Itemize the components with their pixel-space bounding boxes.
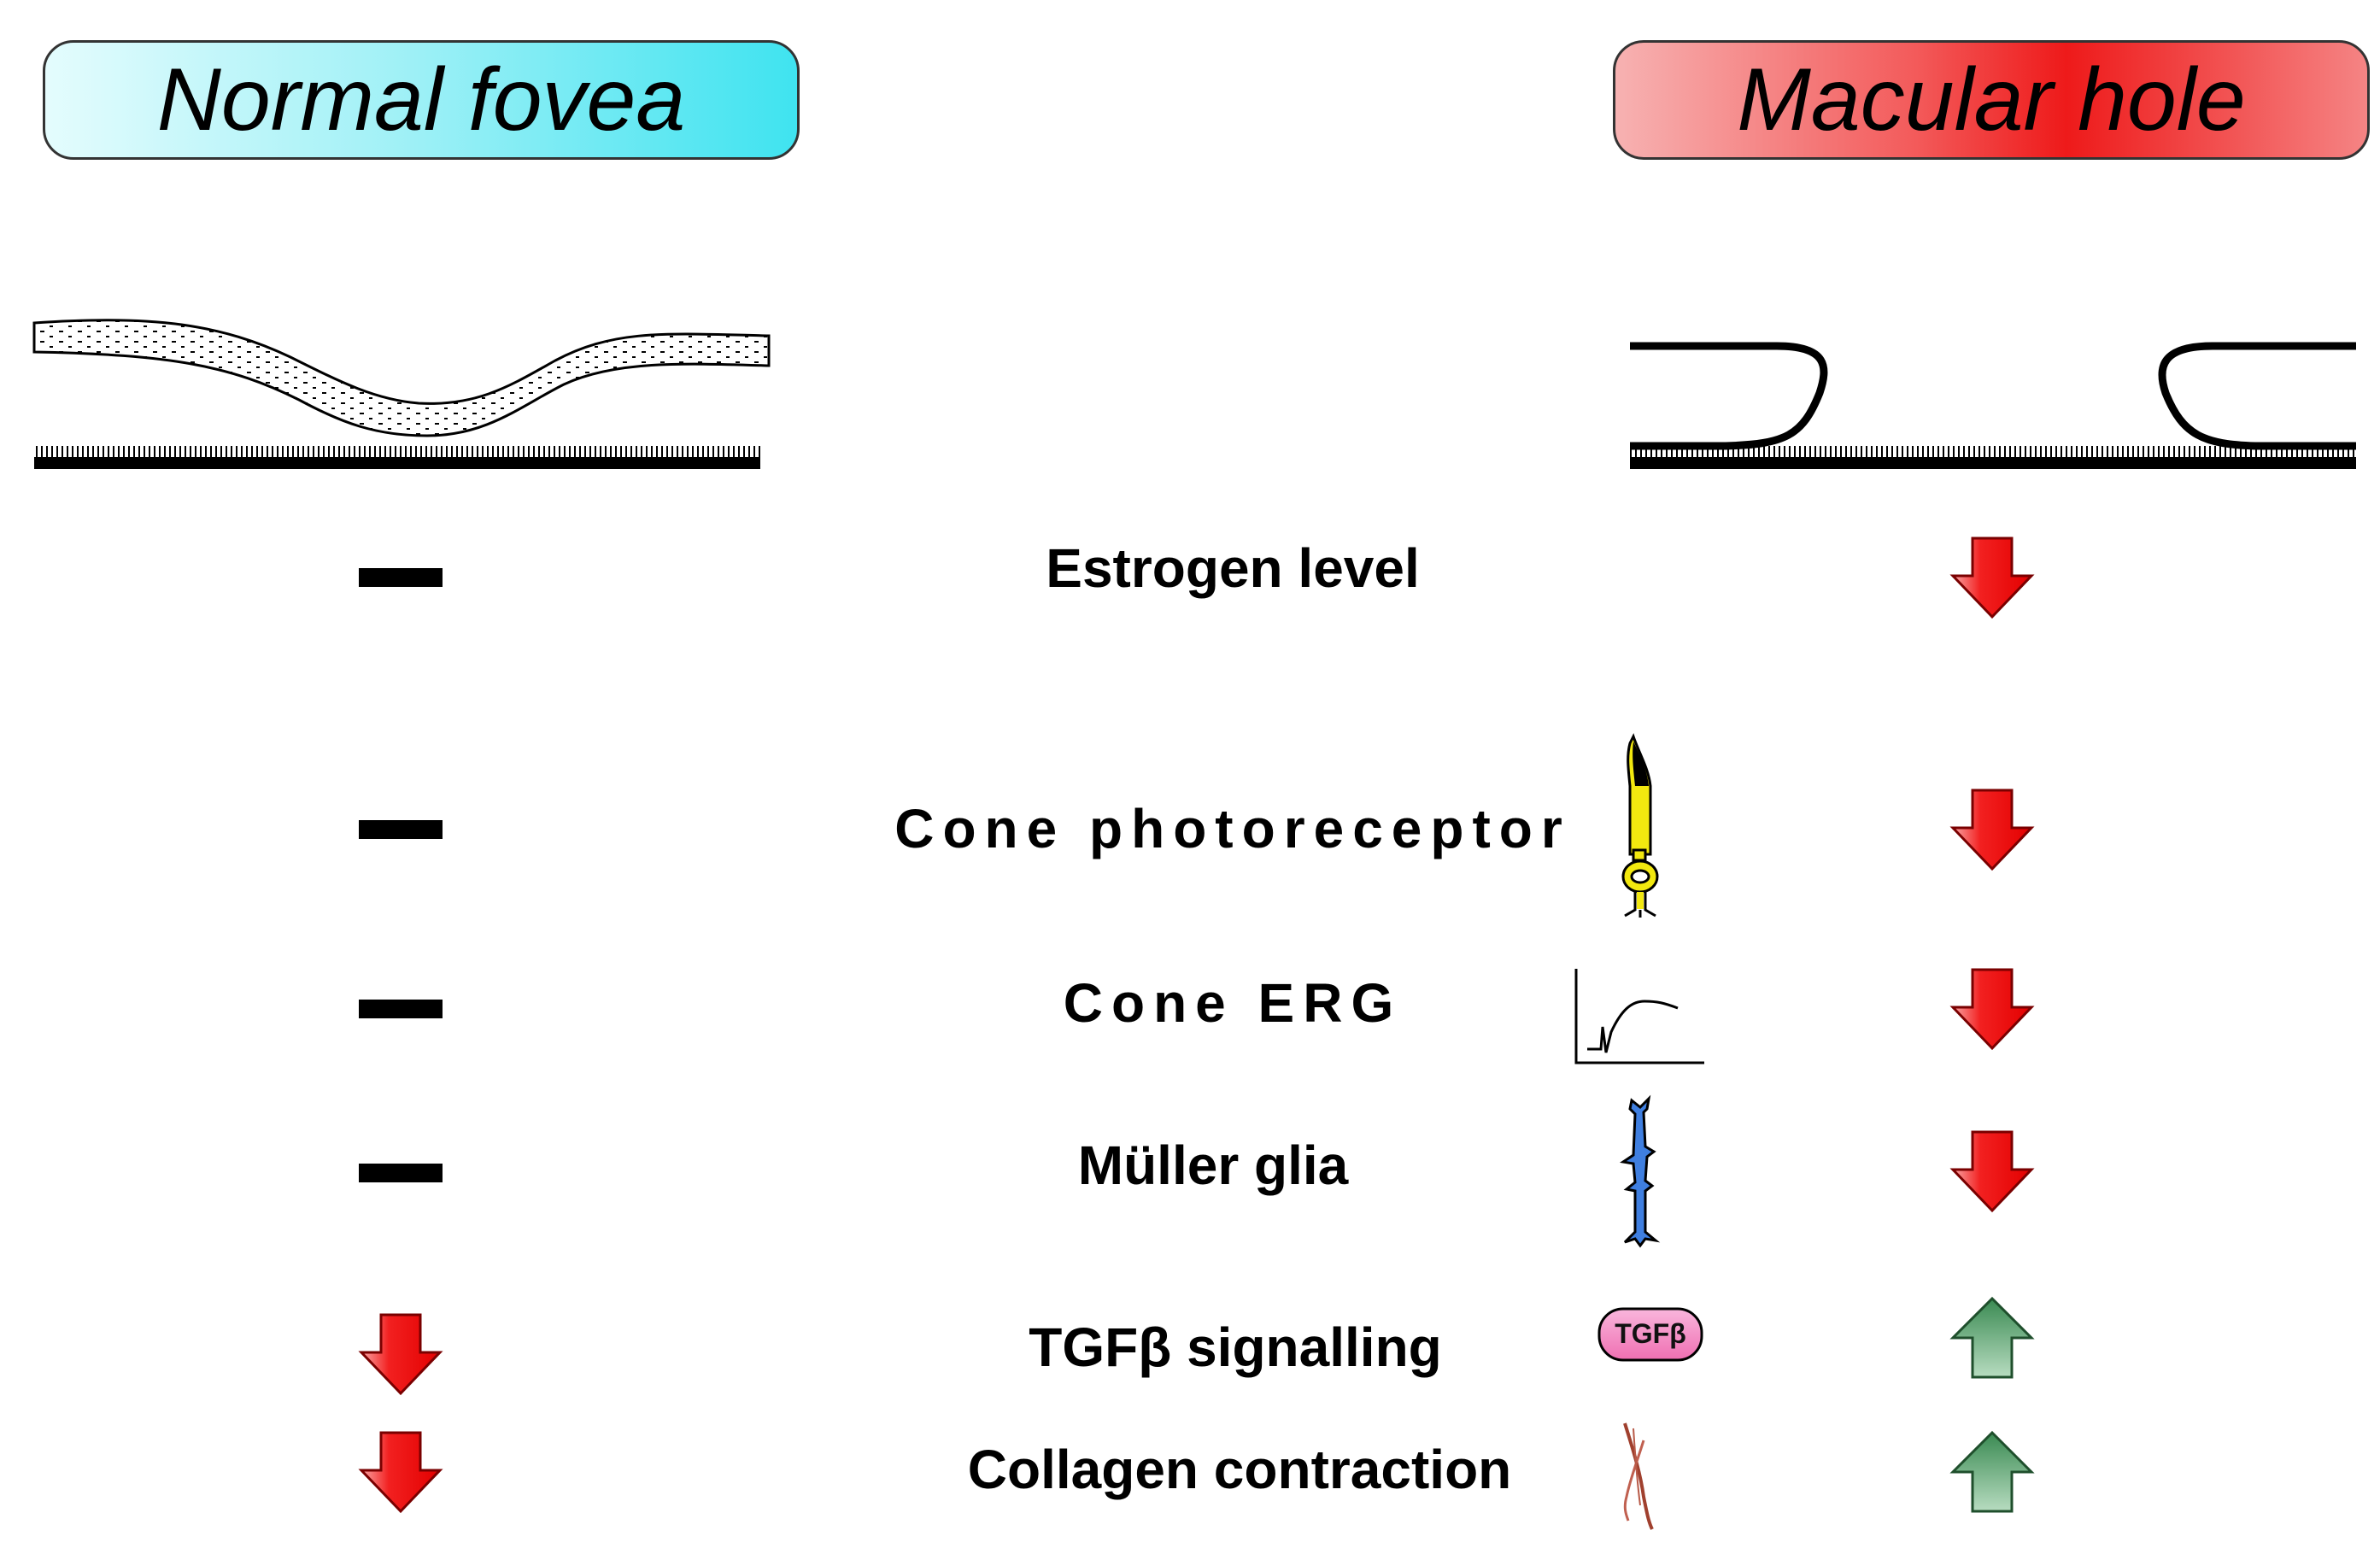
muller-glia-icon xyxy=(1620,1094,1661,1248)
no-change-dash xyxy=(359,568,443,587)
row-label-collagen: Collagen contraction xyxy=(967,1439,1512,1500)
rpe-line xyxy=(34,457,760,469)
rpe-hatch xyxy=(1630,446,2356,458)
normal-fovea-diagram xyxy=(32,319,771,469)
macular-hole-title: Macular hole xyxy=(1737,50,2246,150)
no-change-dash xyxy=(359,820,443,839)
macular-hole-header: Macular hole xyxy=(1613,40,2370,160)
increase-arrow xyxy=(1949,1430,2035,1513)
row-label-tgfb: TGFβ signalling xyxy=(1029,1317,1442,1378)
no-change-dash xyxy=(359,1000,443,1018)
cone-photoreceptor-icon xyxy=(1621,733,1659,918)
hole-edge-right xyxy=(2158,342,2356,450)
no-change-dash xyxy=(359,1164,443,1182)
row-label-cone-erg: Cone ERG xyxy=(1063,972,1403,1034)
macular-hole-diagram xyxy=(1630,342,2356,469)
rpe-hatch xyxy=(34,446,760,458)
decrease-arrow xyxy=(358,1313,443,1396)
decrease-arrow xyxy=(1949,789,2035,871)
tgfb-badge-icon: TGFβ xyxy=(1597,1307,1703,1362)
decrease-arrow xyxy=(358,1431,443,1514)
decrease-arrow xyxy=(1949,537,2035,619)
normal-fovea-title: Normal fovea xyxy=(156,50,686,150)
row-label-muller-glia: Müller glia xyxy=(1077,1135,1349,1196)
rpe-line xyxy=(1630,457,2356,469)
normal-fovea-header: Normal fovea xyxy=(43,40,800,160)
retina-layer xyxy=(32,319,771,437)
collagen-fiber-icon xyxy=(1623,1422,1654,1530)
hole-edge-left xyxy=(1630,342,1828,450)
increase-arrow xyxy=(1949,1296,2035,1379)
decrease-arrow xyxy=(1949,1130,2035,1213)
row-label-estrogen: Estrogen level xyxy=(1046,537,1420,599)
row-label-cone-photoreceptor: Cone photoreceptor xyxy=(894,798,1571,859)
erg-waveform-icon xyxy=(1574,969,1704,1064)
tgfb-badge-text: TGFβ xyxy=(1615,1318,1686,1349)
decrease-arrow xyxy=(1949,968,2035,1051)
